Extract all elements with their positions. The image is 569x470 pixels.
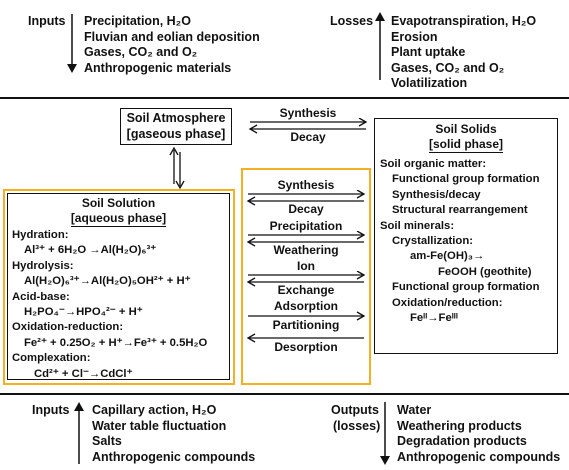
soil-solution-box: Soil Solution [aqueous phase] Hydration:…	[3, 189, 235, 385]
solution-line: Complexation:	[12, 352, 91, 365]
top-loss-item: Volatilization	[391, 76, 468, 90]
process-desorption-label: Desorption	[274, 340, 338, 354]
soil-solids-title: Soil Solids	[435, 122, 497, 136]
up-arrow-icon	[375, 12, 385, 80]
process-arrows-precipitation	[246, 231, 366, 247]
top-input-item: Anthropogenic materials	[84, 60, 232, 75]
soil-solution-subtitle-wrap: [aqueous phase]	[12, 211, 225, 227]
soil-solution-title: Soil Solution	[81, 196, 156, 210]
process-weathering-label: Weathering	[273, 243, 339, 257]
process-arrows-ion-exchange	[246, 271, 366, 287]
top-input-item: Gases, CO₂ and O₂	[84, 45, 198, 59]
process-partitioning-label: Partitioning	[272, 318, 340, 332]
process-arrows-desorption	[246, 333, 364, 343]
top-loss-item: Plant uptake	[391, 45, 466, 59]
top-loss-item: Evapotranspiration, H₂O	[391, 14, 537, 28]
solids-line: am-Fe(OH)₃→	[410, 250, 485, 263]
solution-line: Al(H₂O)₆³⁺→Al(H₂O)₅OH²⁺ + H⁺	[24, 275, 191, 288]
top-losses-label: Losses	[330, 14, 374, 28]
solids-line: Feᴵᴵ→Feᴵᴵᴵ	[410, 312, 458, 325]
bottom-inputs-label: Inputs	[32, 403, 70, 417]
top-loss-item: Erosion	[391, 29, 438, 44]
vertical-exchange-arrows	[169, 146, 185, 190]
down-arrow-icon	[380, 402, 390, 465]
solution-line: Cd²⁺ + Cl⁻→CdCl⁺	[34, 367, 133, 380]
top-input-item: Fluvian and eolian deposition	[84, 29, 260, 44]
bottom-inputs-list: Capillary action, H₂O Water table fluctu…	[92, 403, 255, 465]
solution-line: Hydration:	[12, 229, 69, 241]
bottom-divider	[0, 393, 569, 395]
solution-line: Hydrolysis:	[12, 259, 74, 272]
solids-line: Oxidation/reduction:	[392, 296, 503, 309]
solution-line: Al³⁺ + 6H₂O →Al(H₂O)₆³⁺	[24, 244, 157, 257]
soil-solids-subtitle: [solid phase]	[428, 137, 503, 153]
bottom-outputs-list: Water Weathering products Degradation pr…	[397, 403, 560, 465]
process-arrows-synthesis	[246, 190, 366, 206]
process-arrows-adsorption	[248, 311, 366, 321]
up-arrow-icon	[74, 402, 84, 464]
soil-atmosphere-box: Soil Atmosphere [gaseous phase]	[120, 108, 232, 145]
solids-line: FeOOH (geothite)	[438, 265, 532, 278]
process-synthesis-label: Synthesis	[277, 178, 335, 192]
process-exchange-label: Exchange	[277, 283, 335, 297]
atm-solids-arrows	[248, 118, 368, 134]
solution-line: H₂PO₄⁻→HPO₄²⁻ + H⁺	[24, 306, 143, 319]
process-ion-label: Ion	[297, 259, 315, 273]
top-loss-item: Gases, CO₂ and O₂	[391, 60, 505, 75]
bottom-output-item: Degradation products	[397, 434, 527, 448]
soil-solids-box: Soil Solids [solid phase] Soil organic m…	[374, 118, 558, 354]
solids-line: Functional group formation	[392, 281, 540, 294]
processes-box	[241, 168, 371, 385]
top-divider	[0, 97, 569, 99]
down-arrow-icon	[67, 14, 77, 73]
solution-line: Fe²⁺ + 0.25O₂ + H⁺→Fe³⁺ + 0.5H₂O	[24, 336, 208, 349]
solids-line: Synthesis/decay	[392, 188, 481, 201]
atm-decay-label: Decay	[290, 130, 326, 144]
top-losses-list: Evapotranspiration, H₂O Erosion Plant up…	[391, 14, 536, 92]
bottom-output-item: Weathering products	[397, 418, 522, 433]
soil-atmosphere-subtitle: [gaseous phase]	[126, 126, 226, 141]
soil-solution-subtitle: [aqueous phase]	[70, 211, 167, 227]
bottom-outputs-sub: (losses)	[333, 419, 381, 433]
bottom-input-item: Capillary action, H₂O	[92, 403, 217, 417]
process-decay-label: Decay	[288, 202, 324, 216]
top-input-item: Precipitation, H₂O	[84, 14, 191, 28]
solids-line: Crystallization:	[392, 235, 473, 248]
soil-solution-inner: Soil Solution [aqueous phase] Hydration:…	[7, 193, 230, 380]
top-inputs-label: Inputs	[28, 14, 66, 28]
bottom-input-item: Salts	[92, 434, 122, 448]
top-inputs-list: Precipitation, H₂O Fluvian and eolian de…	[84, 14, 260, 76]
bottom-output-item: Anthropogenic compounds	[397, 449, 561, 464]
process-precipitation-label: Precipitation	[269, 219, 343, 233]
solids-line: Soil minerals:	[380, 219, 455, 232]
solution-line: Oxidation-reduction:	[12, 321, 124, 334]
solids-line: Functional group formation	[392, 173, 540, 186]
solids-line: Soil organic matter:	[380, 158, 487, 170]
bottom-output-item: Water	[397, 403, 432, 417]
soil-solids-subtitle-wrap: [solid phase]	[380, 137, 552, 153]
bottom-input-item: Anthropogenic compounds	[92, 449, 256, 464]
soil-atmosphere-title: Soil Atmosphere	[126, 111, 226, 125]
solids-line: Structural rearrangement	[392, 204, 528, 217]
bottom-input-item: Water table fluctuation	[92, 418, 227, 433]
solution-line: Acid-base:	[12, 290, 70, 303]
bottom-outputs-label: Outputs	[331, 403, 379, 417]
atm-synthesis-label: Synthesis	[279, 106, 337, 120]
process-adsorption-label: Adsorption	[274, 299, 338, 313]
